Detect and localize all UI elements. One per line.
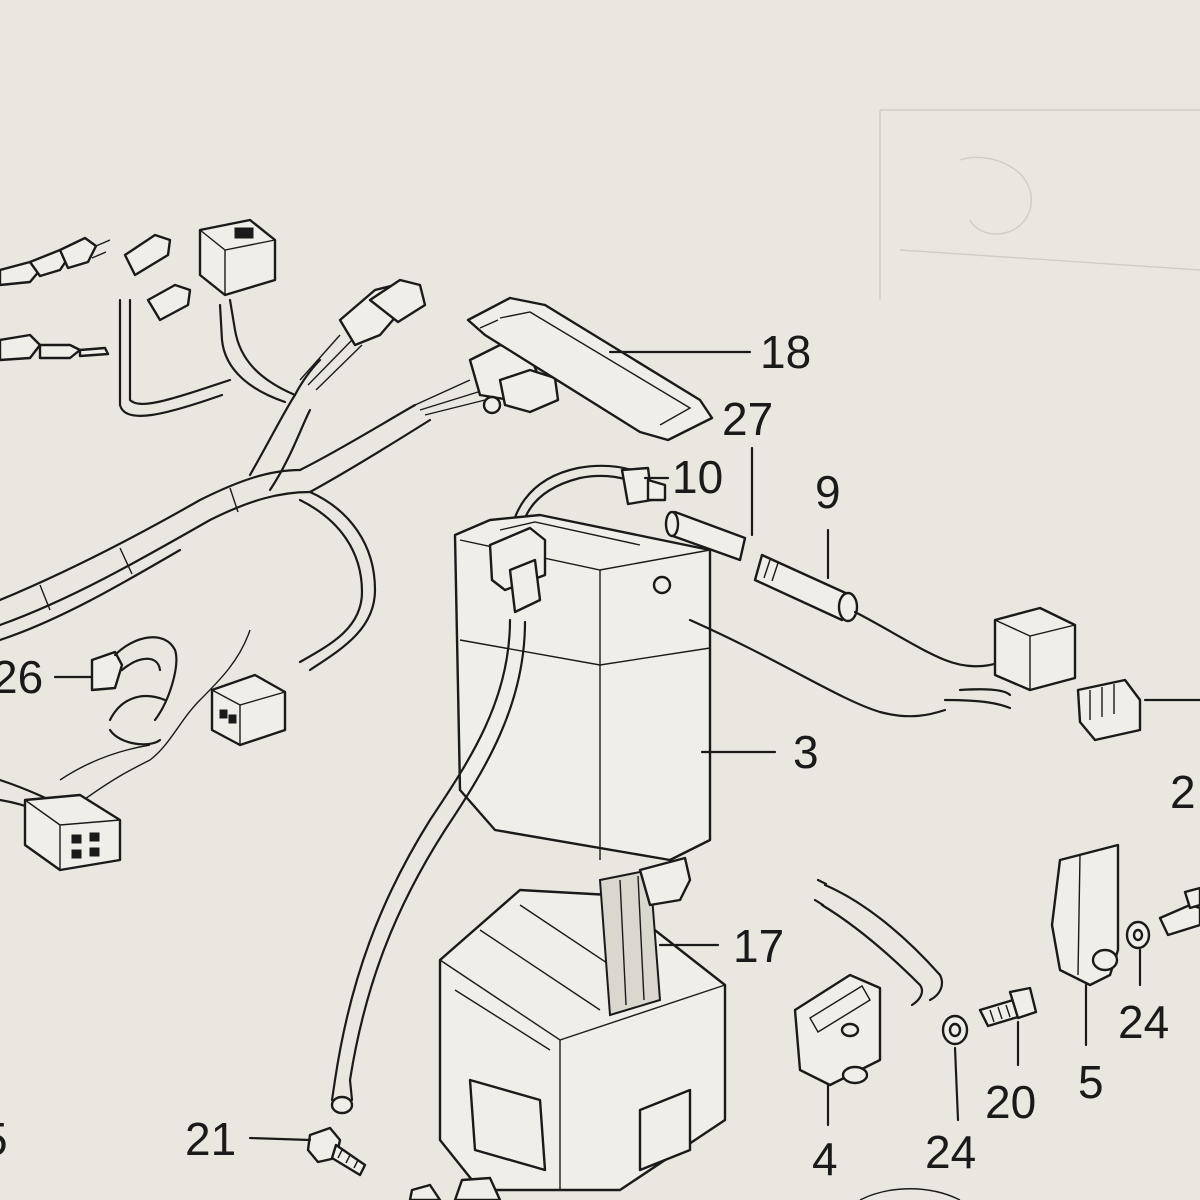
part-24-washer-lower bbox=[941, 1014, 969, 1046]
callout-26: 26 bbox=[0, 651, 43, 703]
callout-4: 4 bbox=[812, 1133, 838, 1185]
callout-17: 17 bbox=[733, 920, 784, 972]
callout-10: 10 bbox=[672, 451, 723, 503]
callout-18: 18 bbox=[760, 326, 811, 378]
part-21-bolt bbox=[306, 1126, 367, 1177]
callout-9: 9 bbox=[815, 466, 841, 518]
callout-5-left: 5 bbox=[0, 1113, 8, 1165]
bracket-bolt bbox=[1158, 886, 1200, 937]
callout-20: 20 bbox=[985, 1076, 1036, 1128]
callout-24-upper: 24 bbox=[1118, 996, 1169, 1048]
part-17-battery-holder bbox=[438, 856, 727, 1192]
part-5-bracket bbox=[1050, 843, 1120, 987]
spade-connectors bbox=[338, 278, 560, 415]
callout-5: 5 bbox=[1078, 1056, 1104, 1108]
part-24-washer-upper bbox=[1125, 920, 1151, 950]
part-18-battery-strap bbox=[466, 296, 714, 442]
wire-harness bbox=[0, 298, 486, 827]
harness-lower-coupler bbox=[23, 793, 122, 872]
callout-3: 3 bbox=[793, 726, 819, 778]
main-fuse-coupler bbox=[943, 606, 1142, 742]
part-9-fuse-holder bbox=[753, 553, 1002, 668]
callout-24-lower: 24 bbox=[925, 1126, 976, 1178]
bottom-partial-parts bbox=[408, 1176, 961, 1200]
part-4-regulator bbox=[793, 878, 944, 1087]
part-20-bolt bbox=[978, 986, 1038, 1028]
callout-labels: 18 27 10 9 3 26 17 2 24 20 5 24 4 21 5 bbox=[0, 326, 1196, 1185]
background-show-through bbox=[879, 109, 1200, 300]
leader-lines bbox=[53, 350, 1200, 1142]
bullet-connectors bbox=[0, 236, 111, 362]
part-27-fuse bbox=[664, 510, 747, 562]
square-connector bbox=[123, 218, 277, 322]
part-26-wire-clip bbox=[90, 636, 178, 746]
part-3-battery bbox=[330, 513, 947, 1115]
callout-2: 2 bbox=[1170, 766, 1196, 818]
callout-21: 21 bbox=[185, 1113, 236, 1165]
callout-27: 27 bbox=[722, 393, 773, 445]
harness-4pin-coupler bbox=[210, 673, 287, 747]
